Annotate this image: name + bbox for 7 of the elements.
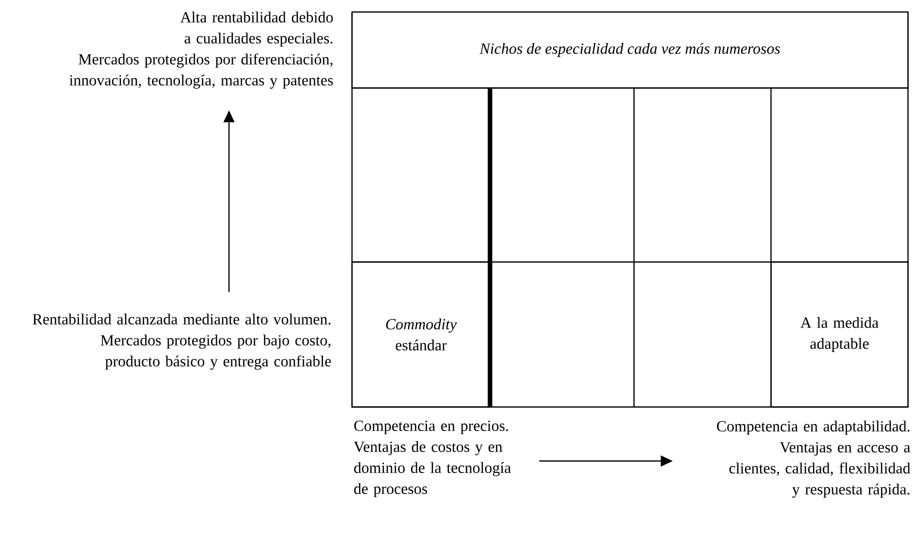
annotation-text: Alta rentabilidad debido a cualidades especiales. Mercados protegidos por diferenciación, innovación, tecnología, marcas y patentes: [69, 12, 333, 89]
annotation-text: Rentabilidad alcanzada mediante alto volumen. Mercados protegidos por bajo costo, producto básico y entrega confiable: [32, 314, 331, 370]
annotation-text: Competencia en precios. Ventajas de costos y en dominio de la tecnología de procesos: [354, 420, 511, 498]
table-cell: Commodity estándar: [351, 261, 491, 408]
table-cell: A la medida adaptable: [770, 261, 909, 408]
annotation-text: Competencia en adaptabilidad. Ventajas en acceso a clientes, calidad, flexibilidad y respuesta rápida.: [716, 420, 910, 498]
header-band: Nichos de especialidad cada vez más numerosos: [351, 11, 909, 89]
